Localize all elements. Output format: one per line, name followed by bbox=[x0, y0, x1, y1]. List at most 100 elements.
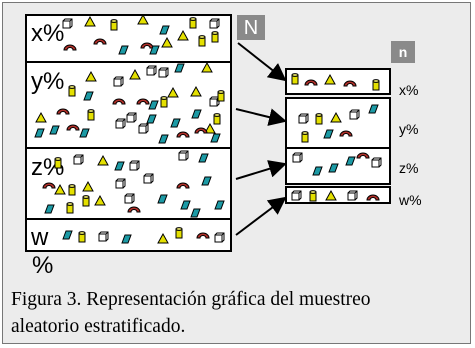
triangle-icon bbox=[35, 111, 47, 123]
cylinder-icon bbox=[175, 227, 183, 239]
population-icons bbox=[34, 13, 225, 244]
cube-icon bbox=[347, 190, 358, 201]
parallelogram-icon bbox=[312, 166, 323, 176]
cube-icon bbox=[115, 118, 126, 129]
arc-icon bbox=[356, 152, 370, 159]
parallelogram-icon bbox=[83, 91, 94, 101]
cube-icon bbox=[291, 190, 302, 201]
cube-icon bbox=[214, 232, 225, 243]
cube-icon bbox=[98, 231, 109, 242]
sample-badge: n bbox=[391, 41, 415, 63]
parallelogram-icon bbox=[180, 200, 191, 210]
arrow-w bbox=[235, 196, 287, 236]
caption-line-2: aleatorio estratificado. bbox=[11, 316, 186, 337]
cylinder-icon bbox=[189, 17, 197, 29]
triangle-icon bbox=[167, 86, 179, 98]
arc-icon bbox=[112, 98, 126, 105]
arc-icon bbox=[66, 124, 80, 131]
cylinder-icon bbox=[66, 202, 74, 214]
cube-icon bbox=[292, 152, 303, 163]
arc-icon bbox=[196, 232, 210, 239]
triangle-icon bbox=[82, 180, 94, 192]
arc-icon bbox=[63, 44, 77, 51]
parallelogram-icon bbox=[121, 234, 132, 244]
parallelogram-icon bbox=[345, 156, 356, 166]
parallelogram-icon bbox=[170, 118, 181, 128]
arc-icon bbox=[366, 194, 380, 201]
sample-badge-label: n bbox=[399, 44, 408, 60]
triangle-icon bbox=[190, 85, 202, 97]
population-label-w-percent: % bbox=[32, 252, 53, 279]
cylinder-icon bbox=[160, 96, 168, 108]
cylinder-icon bbox=[68, 184, 76, 196]
cylinder-icon bbox=[54, 157, 62, 169]
cylinder-icon bbox=[198, 35, 206, 47]
cube-icon bbox=[158, 67, 169, 78]
triangle-icon bbox=[97, 154, 109, 166]
cube-icon bbox=[115, 178, 126, 189]
stratified-sampling-diagram: x% y% z% w % N n x% y% z% w% bbox=[25, 13, 422, 279]
triangle-icon bbox=[161, 36, 173, 48]
triangle-icon bbox=[94, 194, 106, 206]
population-label-x: x% bbox=[31, 20, 64, 47]
parallelogram-icon bbox=[49, 125, 60, 135]
population-label-y: y% bbox=[31, 68, 64, 95]
triangle-icon bbox=[201, 61, 213, 73]
cylinder-icon bbox=[87, 109, 95, 121]
parallelogram-icon bbox=[149, 45, 160, 55]
cube-icon bbox=[146, 65, 157, 76]
parallelogram-icon bbox=[79, 128, 90, 138]
arc-icon bbox=[127, 206, 141, 213]
cube-icon bbox=[349, 109, 360, 120]
cylinder-icon bbox=[315, 113, 323, 125]
triangle-icon bbox=[84, 15, 96, 27]
arc-icon bbox=[176, 182, 190, 189]
figure-caption: Figura 3. Representación gráfica del mue… bbox=[11, 286, 466, 340]
arc-icon bbox=[56, 108, 70, 115]
cube-icon bbox=[298, 113, 309, 124]
arc-icon bbox=[176, 131, 190, 138]
cylinder-icon bbox=[309, 190, 317, 202]
cube-icon bbox=[124, 193, 135, 204]
figure-frame: x% y% z% w % N n x% y% z% w% bbox=[2, 2, 471, 344]
sample-label-y: y% bbox=[399, 121, 418, 137]
cylinder-icon bbox=[82, 195, 90, 207]
parallelogram-icon bbox=[159, 25, 170, 35]
cube-icon bbox=[73, 154, 84, 165]
cube-icon bbox=[113, 76, 124, 87]
cube-icon bbox=[209, 18, 220, 29]
triangle-icon bbox=[330, 111, 342, 123]
cube-icon bbox=[178, 150, 189, 161]
triangle-icon bbox=[324, 73, 336, 85]
parallelogram-icon bbox=[323, 129, 334, 139]
parallelogram-icon bbox=[118, 45, 129, 55]
cube-icon bbox=[371, 157, 382, 168]
parallelogram-icon bbox=[44, 204, 55, 214]
triangle-icon bbox=[204, 122, 216, 134]
cube-icon bbox=[126, 112, 137, 123]
triangle-icon bbox=[157, 232, 169, 244]
parallelogram-icon bbox=[210, 133, 221, 143]
parallelogram-icon bbox=[328, 163, 339, 173]
parallelogram-icon bbox=[158, 134, 169, 144]
sample-label-z: z% bbox=[399, 160, 418, 176]
parallelogram-icon bbox=[190, 208, 201, 218]
parallelogram-icon bbox=[114, 161, 125, 171]
arc-icon bbox=[136, 98, 150, 105]
parallelogram-icon bbox=[198, 153, 209, 163]
sample-label-x: x% bbox=[399, 82, 418, 98]
arc-icon bbox=[339, 130, 353, 137]
parallelogram-icon bbox=[62, 230, 73, 240]
arc-icon bbox=[304, 79, 318, 86]
parallelogram-icon bbox=[148, 100, 159, 110]
parallelogram-icon bbox=[34, 128, 45, 138]
cylinder-icon bbox=[211, 31, 219, 43]
parallelogram-icon bbox=[146, 114, 157, 124]
triangle-icon bbox=[129, 68, 141, 80]
population-label-w: w bbox=[30, 224, 49, 251]
cylinder-icon bbox=[372, 79, 380, 91]
parallelogram-icon bbox=[157, 194, 168, 204]
arrow-x bbox=[237, 42, 287, 82]
population-badge-label: N bbox=[244, 17, 258, 39]
arrow-y bbox=[235, 108, 287, 126]
